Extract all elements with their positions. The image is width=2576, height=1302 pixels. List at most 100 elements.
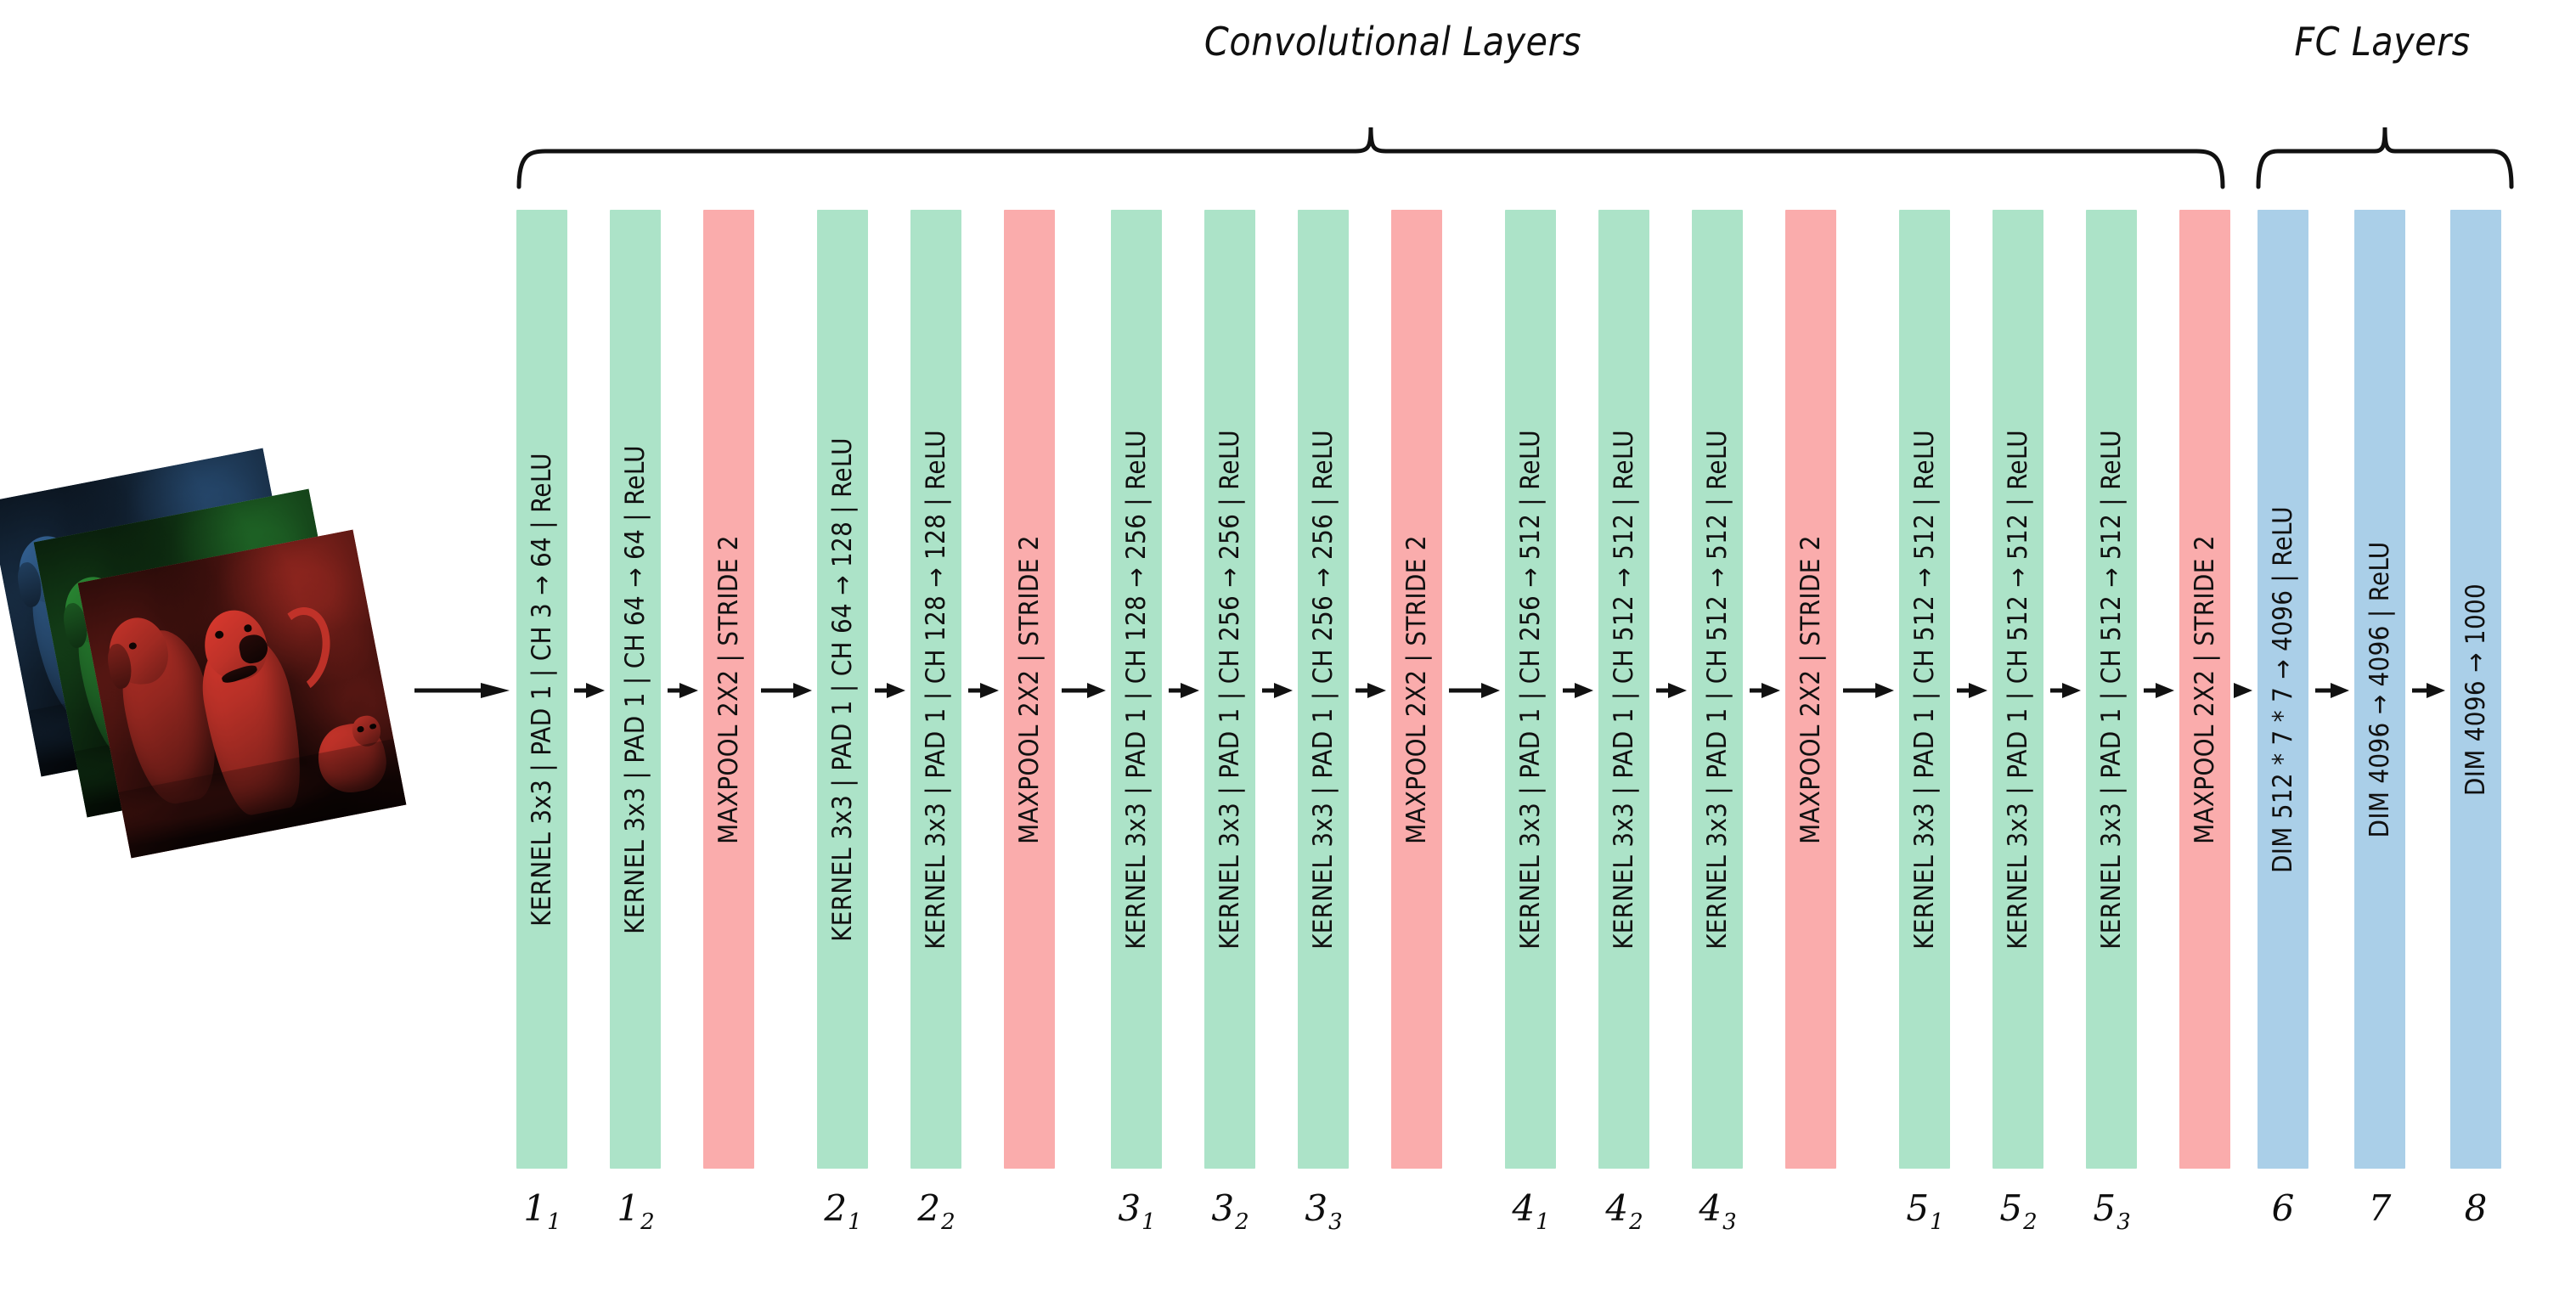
- layer-bar-conv-9[interactable]: KERNEL 3x3 | PAD 1 | CH 256 → 256 | ReLU: [1298, 210, 1349, 1169]
- layer-index-subscript: 2: [1629, 1209, 1643, 1235]
- layer-index-label-6: 6: [2272, 1187, 2295, 1229]
- flow-arrow-12: [1649, 683, 1692, 698]
- convolutional-layers-title: Convolutional Layers: [1203, 19, 1582, 65]
- layer-index-subscript: 1: [848, 1209, 862, 1235]
- layer-index-number: 1: [617, 1187, 640, 1229]
- layer-index-number: 3: [1305, 1187, 1328, 1229]
- layer-bar-conv-12[interactable]: KERNEL 3x3 | PAD 1 | CH 512 → 512 | ReLU: [1598, 210, 1649, 1169]
- layer-index-number: 5: [2093, 1187, 2117, 1229]
- flow-arrow-4: [868, 683, 910, 698]
- layer-index-number: 8: [2464, 1187, 2488, 1229]
- layer-bar-fc-19[interactable]: DIM 512 * 7 * 7 → 4096 | ReLU: [2258, 210, 2308, 1169]
- flow-arrow-11: [1556, 683, 1598, 698]
- flow-arrow-2: [661, 683, 703, 698]
- layer-index-label-22: 22: [917, 1187, 955, 1235]
- layer-bar-label: DIM 4096 → 1000: [2460, 583, 2491, 796]
- layer-index-subscript: 3: [1328, 1209, 1343, 1235]
- layer-index-number: 6: [2271, 1187, 2295, 1229]
- layer-bar-conv-8[interactable]: KERNEL 3x3 | PAD 1 | CH 256 → 256 | ReLU: [1204, 210, 1255, 1169]
- layer-bar-label: MAXPOOL 2X2 | STRIDE 2: [1401, 534, 1432, 844]
- layer-bar-fc-21[interactable]: DIM 4096 → 1000: [2450, 210, 2501, 1169]
- layer-index-number: 2: [917, 1187, 941, 1229]
- layer-bar-conv-16[interactable]: KERNEL 3x3 | PAD 1 | CH 512 → 512 | ReLU: [1993, 210, 2043, 1169]
- layer-bar-label: MAXPOOL 2X2 | STRIDE 2: [713, 534, 744, 844]
- input-image-stack: 224x224(x3): [0, 442, 476, 917]
- flow-arrow-5: [961, 683, 1004, 698]
- layer-index-label-53: 53: [2093, 1187, 2130, 1235]
- layer-index-subscript: 2: [640, 1209, 655, 1235]
- fc-layers-title: FC Layers: [2294, 19, 2471, 65]
- layer-bar-label: DIM 4096 → 4096 | ReLU: [2365, 541, 2395, 837]
- layer-bar-label: KERNEL 3x3 | PAD 1 | CH 512 → 512 | ReLU: [2003, 429, 2033, 950]
- layer-bar-label: KERNEL 3x3 | PAD 1 | CH 256 → 256 | ReLU: [1308, 429, 1339, 950]
- flow-arrow-8: [1255, 683, 1298, 698]
- layer-index-subscript: 3: [1722, 1209, 1737, 1235]
- layer-index-number: 5: [1906, 1187, 1930, 1229]
- layer-index-subscript: 2: [1235, 1209, 1249, 1235]
- layer-index-subscript: 2: [941, 1209, 955, 1235]
- layer-index-label-52: 52: [1999, 1187, 2037, 1235]
- layer-index-number: 5: [1999, 1187, 2023, 1229]
- layer-index-label-42: 42: [1605, 1187, 1643, 1235]
- layer-index-number: 2: [824, 1187, 848, 1229]
- layer-index-subscript: 1: [1536, 1209, 1550, 1235]
- layer-index-number: 3: [1118, 1187, 1141, 1229]
- layer-bar-label: MAXPOOL 2X2 | STRIDE 2: [1014, 534, 1045, 844]
- layer-index-label-51: 51: [1906, 1187, 1943, 1235]
- layer-bar-label: KERNEL 3x3 | PAD 1 | CH 128 → 128 | ReLU: [921, 429, 951, 950]
- layer-index-number: 7: [2368, 1187, 2392, 1229]
- layer-bar-label: KERNEL 3x3 | PAD 1 | CH 3 → 64 | ReLU: [527, 452, 557, 927]
- layer-bar-label: KERNEL 3x3 | PAD 1 | CH 256 → 256 | ReLU: [1215, 429, 1245, 950]
- flow-arrow-18: [2230, 683, 2258, 698]
- layer-bar-label: KERNEL 3x3 | PAD 1 | CH 512 → 512 | ReLU: [1702, 429, 1733, 950]
- layer-index-label-21: 21: [824, 1187, 861, 1235]
- layer-index-label-31: 31: [1118, 1187, 1155, 1235]
- flow-arrow-13: [1743, 683, 1785, 698]
- layer-index-label-7: 7: [2369, 1187, 2392, 1229]
- flow-arrow-20: [2405, 683, 2450, 698]
- layer-bar-pool-6[interactable]: MAXPOOL 2X2 | STRIDE 2: [1004, 210, 1055, 1169]
- layer-index-number: 4: [1699, 1187, 1722, 1229]
- layer-bar-label: DIM 512 * 7 * 7 → 4096 | ReLU: [2268, 505, 2298, 873]
- layer-bar-label: KERNEL 3x3 | PAD 1 | CH 128 → 256 | ReLU: [1121, 429, 1152, 950]
- input-photo-red: [77, 529, 407, 859]
- layer-index-number: 4: [1512, 1187, 1536, 1229]
- layer-bar-conv-5[interactable]: KERNEL 3x3 | PAD 1 | CH 128 → 128 | ReLU: [910, 210, 961, 1169]
- layer-bar-fc-20[interactable]: DIM 4096 → 4096 | ReLU: [2354, 210, 2405, 1169]
- layer-bar-conv-2[interactable]: KERNEL 3x3 | PAD 1 | CH 64 → 64 | ReLU: [610, 210, 661, 1169]
- layer-index-label-33: 33: [1305, 1187, 1342, 1235]
- layer-bar-label: KERNEL 3x3 | PAD 1 | CH 512 → 512 | ReLU: [2096, 429, 2127, 950]
- layer-bar-label: KERNEL 3x3 | PAD 1 | CH 512 → 512 | ReLU: [1609, 429, 1639, 950]
- layer-index-number: 4: [1605, 1187, 1629, 1229]
- layer-bar-conv-13[interactable]: KERNEL 3x3 | PAD 1 | CH 512 → 512 | ReLU: [1692, 210, 1743, 1169]
- layer-index-number: 1: [523, 1187, 547, 1229]
- layer-bar-label: KERNEL 3x3 | PAD 1 | CH 256 → 512 | ReLU: [1515, 429, 1546, 950]
- layer-bar-conv-7[interactable]: KERNEL 3x3 | PAD 1 | CH 128 → 256 | ReLU: [1111, 210, 1162, 1169]
- layer-bar-conv-17[interactable]: KERNEL 3x3 | PAD 1 | CH 512 → 512 | ReLU: [2086, 210, 2137, 1169]
- flow-arrow-1: [567, 683, 610, 698]
- layer-bar-conv-4[interactable]: KERNEL 3x3 | PAD 1 | CH 64 → 128 | ReLU: [817, 210, 868, 1169]
- layer-index-subscript: 1: [1930, 1209, 1944, 1235]
- layer-bar-conv-11[interactable]: KERNEL 3x3 | PAD 1 | CH 256 → 512 | ReLU: [1505, 210, 1556, 1169]
- flow-arrow-6: [1055, 683, 1111, 698]
- layer-index-label-32: 32: [1211, 1187, 1249, 1235]
- layer-index-subscript: 1: [1141, 1209, 1156, 1235]
- flow-arrow-16: [2043, 683, 2086, 698]
- layer-bar-pool-14[interactable]: MAXPOOL 2X2 | STRIDE 2: [1785, 210, 1836, 1169]
- layer-bar-label: MAXPOOL 2X2 | STRIDE 2: [2190, 534, 2220, 844]
- layer-bar-conv-1[interactable]: KERNEL 3x3 | PAD 1 | CH 3 → 64 | ReLU: [516, 210, 567, 1169]
- flow-arrow-17: [2137, 683, 2179, 698]
- layer-bar-conv-15[interactable]: KERNEL 3x3 | PAD 1 | CH 512 → 512 | ReLU: [1899, 210, 1950, 1169]
- layer-index-subscript: 1: [547, 1209, 561, 1235]
- layer-index-label-11: 11: [523, 1187, 561, 1235]
- layer-bar-pool-10[interactable]: MAXPOOL 2X2 | STRIDE 2: [1391, 210, 1442, 1169]
- flow-arrow-19: [2308, 683, 2354, 698]
- flow-arrow-3: [754, 683, 817, 698]
- layer-index-subscript: 2: [2023, 1209, 2038, 1235]
- layer-bar-pool-18[interactable]: MAXPOOL 2X2 | STRIDE 2: [2179, 210, 2230, 1169]
- layer-bar-pool-3[interactable]: MAXPOOL 2X2 | STRIDE 2: [703, 210, 754, 1169]
- input-arrow: [414, 683, 510, 702]
- layer-bar-label: KERNEL 3x3 | PAD 1 | CH 64 → 128 | ReLU: [827, 437, 858, 942]
- layer-index-label-43: 43: [1699, 1187, 1736, 1235]
